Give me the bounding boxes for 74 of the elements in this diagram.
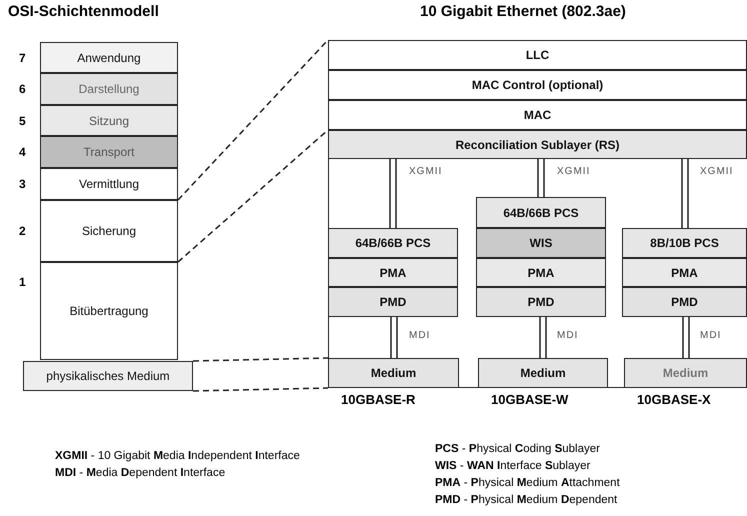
layer-number: 3 <box>19 177 26 191</box>
interface-connector <box>682 316 690 359</box>
sublayer-box <box>328 130 747 159</box>
sublayer-box <box>476 258 606 287</box>
layer-label: physikalisches Medium <box>46 369 170 383</box>
sublayer-box <box>328 258 458 287</box>
variant-label: 10GBASE-R <box>341 392 416 407</box>
layer-label: Medium <box>520 366 566 380</box>
layer-label: PMA <box>671 266 698 280</box>
edge-label: XGMII <box>556 166 592 177</box>
layer-number: 2 <box>19 224 26 238</box>
layer-label: 64B/66B PCS <box>355 236 431 250</box>
layer-label: PMD <box>528 295 554 309</box>
edge-label: XGMII <box>408 166 444 177</box>
sublayer-box <box>328 228 458 258</box>
layer-label: PMA <box>528 266 554 280</box>
sublayer-box <box>622 287 747 317</box>
edge-label: XGMII <box>699 166 734 177</box>
layer-number: 7 <box>19 50 26 64</box>
dashed-mapping-line <box>192 387 328 392</box>
dashed-mapping-line <box>192 357 328 362</box>
layer-label: MAC Control (optional) <box>472 78 604 92</box>
layer-label: PMA <box>380 266 406 280</box>
layer-label: Reconciliation Sublayer (RS) <box>455 138 620 152</box>
layer-label: 8B/10B PCS <box>650 236 719 250</box>
edge-label: MDI <box>556 330 580 341</box>
layer-label: PMD <box>671 295 698 309</box>
layer-label: MAC <box>524 108 552 122</box>
layer-label: PMD <box>380 295 406 309</box>
interface-connector <box>539 316 547 359</box>
layer-number: 4 <box>19 145 26 159</box>
layer-label: Vermittlung <box>78 177 140 191</box>
layer-number: 6 <box>19 82 26 96</box>
edge-label: MDI <box>408 330 432 341</box>
abbreviation-note: XGMII - 10 Gigabit Media Independent Interface <box>55 450 300 462</box>
layer-label: Bitübertragung <box>70 304 148 318</box>
edge-label: MDI <box>699 330 722 341</box>
sublayer-box <box>328 100 747 130</box>
variant-label: 10GBASE-W <box>491 392 568 407</box>
layer-label: 64B/66B PCS <box>503 206 579 220</box>
section-heading: 10 Gigabit Ethernet (802.3ae) <box>420 3 626 20</box>
dashed-mapping-line <box>177 39 329 201</box>
abbreviation-note: PMD - Physical Medium Dependent <box>435 494 618 506</box>
abbreviation-note: PMA - Physical Medium Attachment <box>435 477 620 489</box>
layer-box <box>23 361 193 391</box>
sublayer-box <box>328 287 458 317</box>
variant-label: 10GBASE-X <box>637 392 711 407</box>
layer-number: 5 <box>19 114 26 128</box>
layer-label: Sitzung <box>88 114 130 128</box>
layer-label: Darstellung <box>78 82 140 96</box>
layer-label: WIS <box>530 236 552 250</box>
sublayer-box <box>476 287 606 317</box>
abbreviation-note: PCS - Physical Coding Sublayer <box>435 443 600 455</box>
abbreviation-note: MDI - Media Dependent Interface <box>55 467 226 479</box>
layer-label: Medium <box>662 366 708 380</box>
dashed-mapping-line <box>178 129 328 263</box>
layer-label: LLC <box>526 48 550 62</box>
section-heading: OSI-Schichtenmodell <box>8 3 159 20</box>
interface-connector <box>390 316 398 359</box>
interface-connector <box>537 158 545 198</box>
sublayer-box <box>328 70 747 100</box>
abbreviation-note: WIS - WAN Interface Sublayer <box>435 460 590 472</box>
interface-connector <box>681 158 689 229</box>
layer-label: Transport <box>84 145 134 159</box>
sublayer-box <box>622 228 747 258</box>
interface-connector <box>389 158 397 229</box>
layer-label: Anwendung <box>77 50 141 64</box>
sublayer-box <box>476 197 606 228</box>
sublayer-box <box>622 258 747 287</box>
layer-label: Medium <box>370 366 416 380</box>
sublayer-box <box>328 40 747 70</box>
sublayer-box <box>476 228 606 258</box>
layer-number: 1 <box>19 275 26 289</box>
layer-label: Sicherung <box>82 224 136 238</box>
